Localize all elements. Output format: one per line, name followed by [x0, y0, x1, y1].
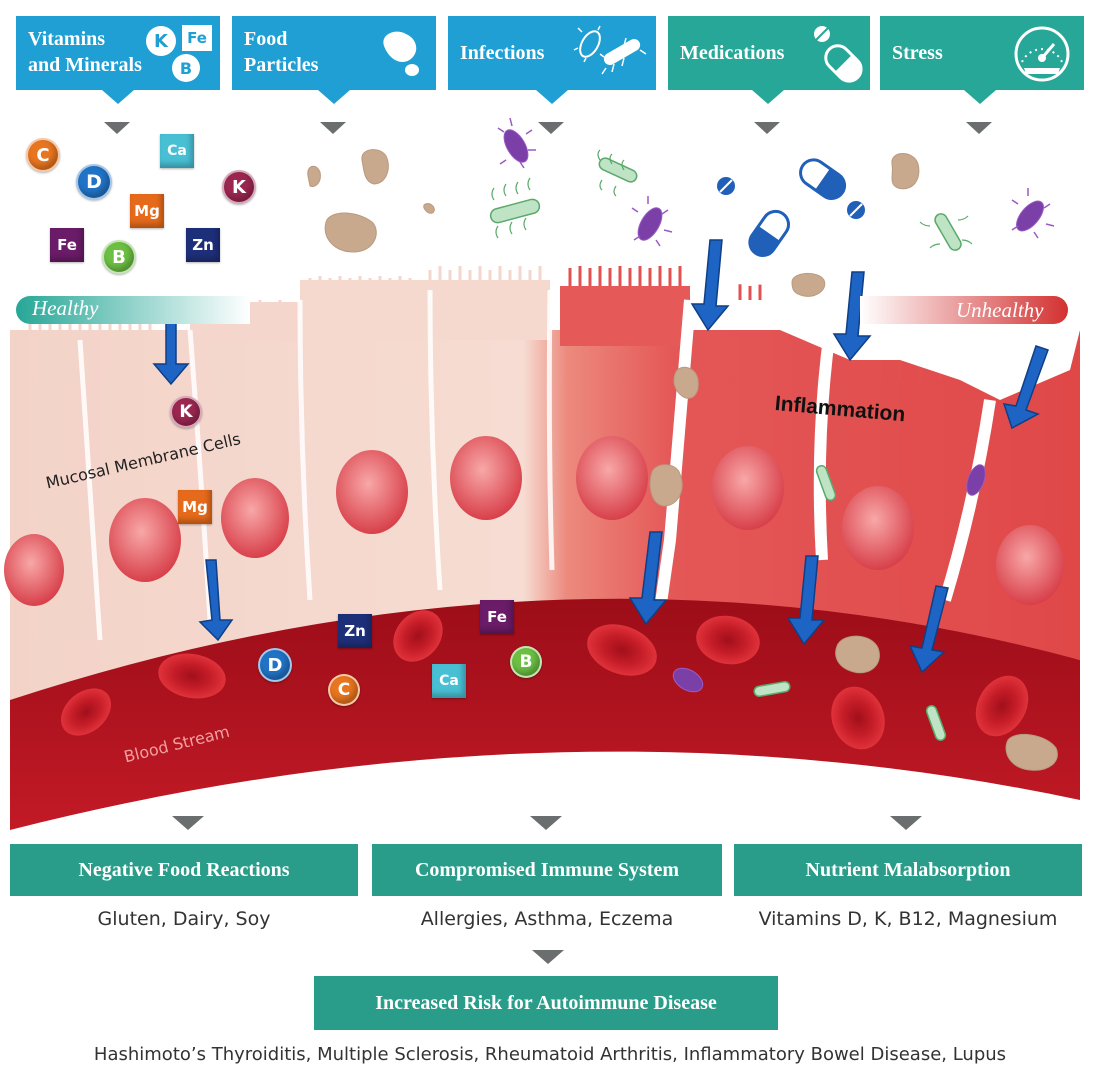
food-particles — [307, 149, 1058, 771]
healthy-tab — [16, 296, 250, 324]
cell-nuclei — [4, 436, 1064, 606]
gauge-icon — [1014, 26, 1070, 82]
header-pointer-stress — [964, 90, 996, 104]
medication-pills — [717, 158, 865, 257]
cell-borders — [77, 289, 555, 641]
outcome-detail-malabsorption: Vitamins D, K, B12, Magnesium — [758, 908, 1058, 930]
header-pointer-vitamins — [102, 90, 134, 104]
nutrient-fe: Fe — [50, 228, 84, 262]
nutrient-zn: Zn — [186, 228, 220, 262]
nutrient-k-absorbed: K — [170, 396, 202, 428]
nutrient-b-blood: B — [510, 646, 542, 678]
nutrient-c: C — [26, 138, 60, 172]
final-detail: Hashimoto’s Thyroiditis, Multiple Sclero… — [93, 1044, 1007, 1065]
gray-pointer-5 — [966, 122, 992, 134]
outcome-pointer-3 — [890, 816, 922, 830]
final-pointer — [532, 950, 564, 964]
outcome-pointer-2 — [530, 816, 562, 830]
food-particle-icon — [383, 31, 419, 76]
header-label-vitamins: Vitamins and Minerals — [28, 28, 142, 76]
outcome-detail-immune: Allergies, Asthma, Eczema — [420, 908, 674, 930]
purple-microbes — [503, 129, 1044, 693]
nutrient-fe-blood: Fe — [480, 600, 514, 634]
mini-badge-k: K — [146, 26, 176, 56]
green-bacteria — [489, 157, 962, 741]
outcome-detail-food-reactions: Gluten, Dairy, Soy — [97, 908, 271, 930]
outcome-box-immune: Compromised Immune System — [372, 844, 722, 896]
gray-pointer-1 — [104, 122, 130, 134]
unhealthy-label: Unhealthy — [956, 298, 1044, 322]
gray-pointer-3 — [538, 122, 564, 134]
outcome-box-malabsorption: Nutrient Malabsorption — [734, 844, 1082, 896]
blue-arrows — [152, 239, 1049, 674]
header-pointer-food — [318, 90, 350, 104]
germ-icon — [573, 25, 647, 75]
header-box-medications: Medications — [668, 16, 870, 90]
nutrient-mg-absorbed: Mg — [178, 490, 212, 524]
final-box-autoimmune: Increased Risk for Autoimmune Disease — [314, 976, 778, 1030]
header-label-infections: Infections — [460, 42, 545, 64]
healthy-label: Healthy — [32, 296, 99, 320]
mini-badge-b: B — [172, 54, 200, 82]
gray-pointer-4 — [754, 122, 780, 134]
gray-pointer-2 — [320, 122, 346, 134]
nutrient-k: K — [222, 170, 256, 204]
header-label-food: Food Particles — [244, 28, 319, 76]
nutrient-ca: Ca — [160, 134, 194, 168]
header-label-medications: Medications — [680, 42, 785, 64]
mini-badge-fe: Fe — [182, 25, 212, 51]
nutrient-b: B — [102, 240, 136, 274]
nutrient-zn-blood: Zn — [338, 614, 372, 648]
nutrient-ca-blood: Ca — [432, 664, 466, 698]
nutrient-mg: Mg — [130, 194, 164, 228]
nutrient-d: D — [76, 164, 112, 200]
header-label-stress: Stress — [892, 42, 943, 64]
header-pointer-infections — [536, 90, 568, 104]
pill-icon — [814, 26, 863, 83]
outcome-pointer-1 — [172, 816, 204, 830]
red-blood-cells — [60, 610, 1029, 750]
nutrient-c-blood: C — [328, 674, 360, 706]
nutrient-d-blood: D — [258, 648, 292, 682]
inflamed-gaps — [654, 299, 996, 611]
unhealthy-tab — [860, 296, 1068, 324]
outcome-box-food-reactions: Negative Food Reactions — [10, 844, 358, 896]
header-pointer-medications — [752, 90, 784, 104]
